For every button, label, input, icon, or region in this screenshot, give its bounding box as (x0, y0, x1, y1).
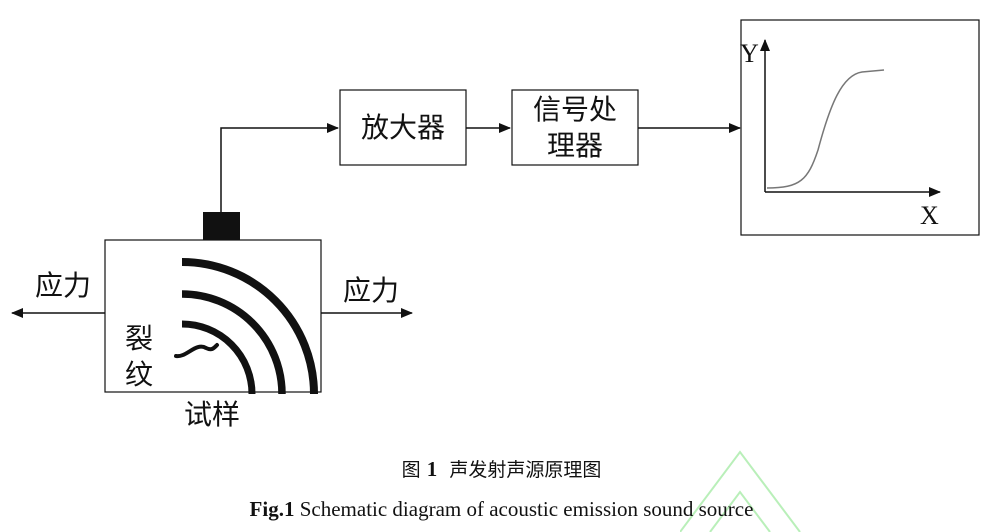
amplifier-label: 放大器 (361, 111, 445, 144)
acoustic-waves (181, 258, 318, 395)
caption-cn-number: 1 (426, 457, 438, 481)
crack-label-line1: 裂 (125, 322, 153, 355)
caption-cn-title: 声发射声源原理图 (449, 459, 602, 481)
caption-chinese: 图 1 声发射声源原理图 (0, 455, 1003, 482)
stress-label-right: 应力 (343, 274, 399, 307)
signal-processor-label-line1: 信号处 (533, 93, 617, 126)
display-box (740, 19, 980, 236)
sensor-block (203, 212, 240, 240)
y-axis-label: Y (740, 39, 759, 68)
watermark-triangle (680, 450, 801, 532)
caption-en-prefix: Fig.1 (249, 497, 295, 521)
caption-cn-prefix: 图 (401, 459, 421, 481)
signal-processor-label-line2: 理器 (547, 129, 603, 162)
crack-mark (174, 343, 219, 359)
crack-label-line2: 纹 (125, 358, 153, 391)
s-curve (766, 69, 885, 189)
connector-sensor-amplifier (220, 123, 339, 212)
x-axis-label: X (920, 201, 939, 230)
stress-label-left: 应力 (35, 269, 91, 302)
wave-arc-1 (181, 320, 256, 395)
caption-english: Fig.1 Schematic diagram of acoustic emis… (0, 497, 1003, 522)
wave-arc-2 (181, 290, 286, 395)
caption-en-title: Schematic diagram of acoustic emission s… (299, 497, 754, 521)
specimen-label: 试样 (184, 398, 240, 431)
wave-arc-3 (181, 258, 318, 395)
